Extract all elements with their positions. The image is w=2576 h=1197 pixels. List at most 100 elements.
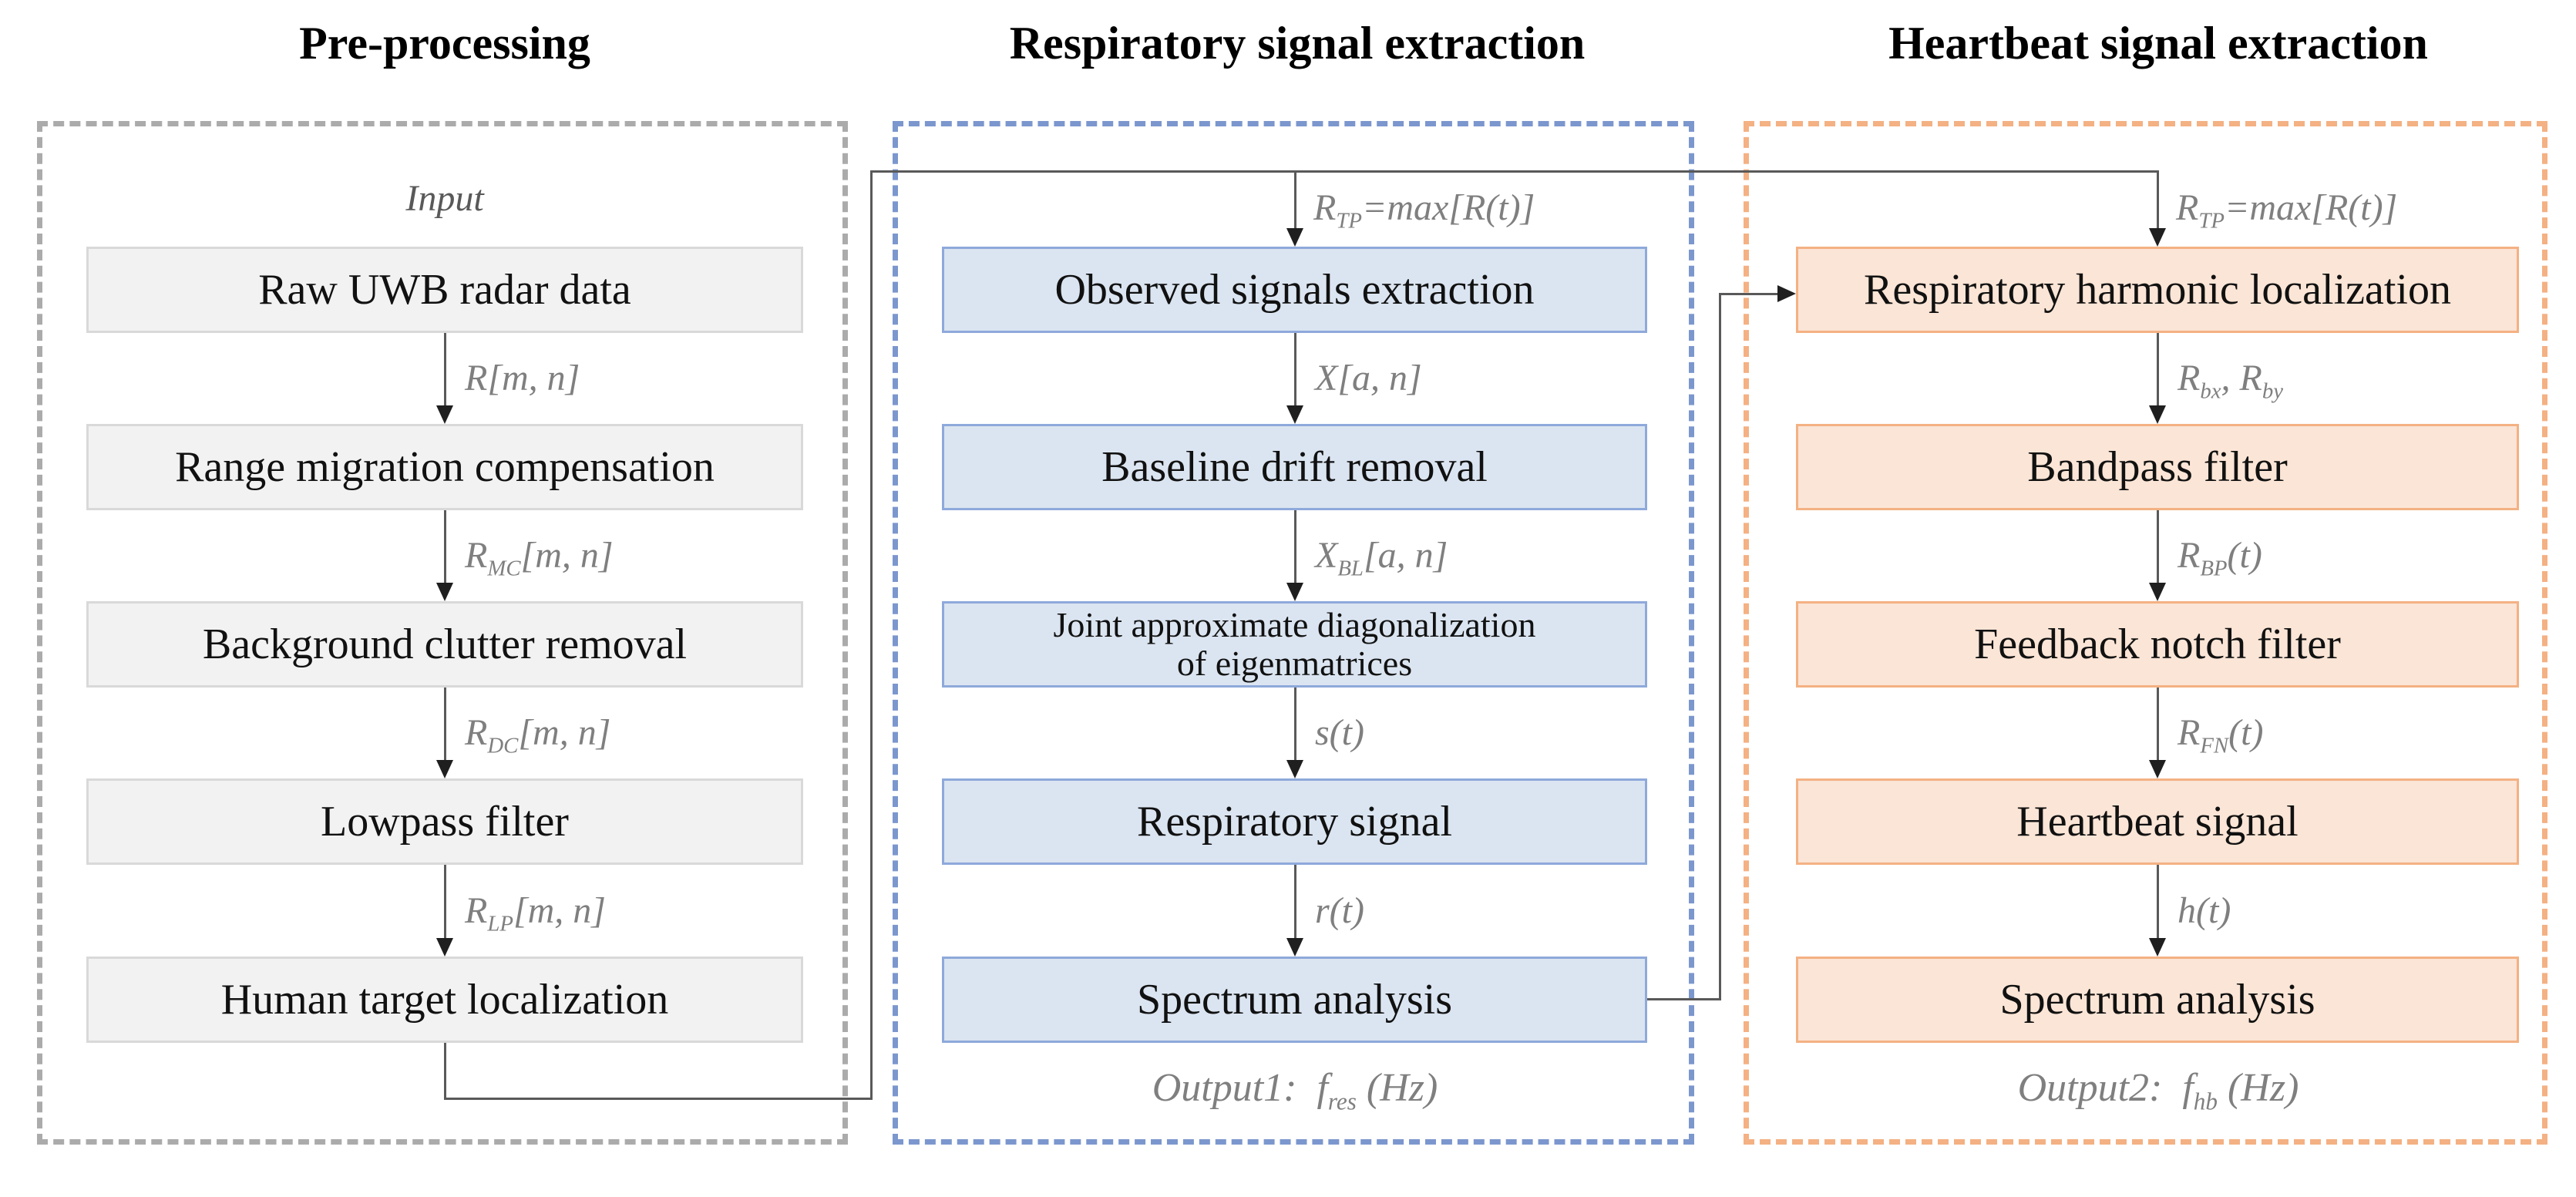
math-subscript: bx: [2200, 378, 2221, 404]
arrowhead-col2-step3: [2149, 938, 2166, 957]
flow-box-range-migration-compensation: Range migration compensation: [86, 424, 803, 510]
arrow-label-col2-step0: Rbx, Rby: [2177, 355, 2283, 415]
arrow-line-col2-step1: [2157, 510, 2159, 584]
math-text: =max[R(t)]: [1361, 187, 1535, 228]
math-subscript: TP: [1336, 208, 1362, 234]
flow-box-raw-uwb-radar-data: Raw UWB radar data: [86, 247, 803, 333]
flow-box-label: Respiratory harmonic localization: [1864, 265, 2451, 314]
output1-label: Output1: fres (Hz): [1152, 1065, 1438, 1125]
math-text: R: [2177, 712, 2201, 753]
math-text: R: [2176, 187, 2199, 228]
arrow-label-col1-step0: X[a, n]: [1315, 355, 1422, 402]
flow-box-label: Baseline drift removal: [1101, 442, 1488, 491]
flow-box-label: Raw UWB radar data: [258, 265, 631, 314]
math-text: =max[R(t)]: [2224, 187, 2398, 228]
arrow-label-col0-step1: RMC[m, n]: [465, 533, 614, 592]
math-text: R: [1313, 187, 1337, 228]
arrow-line-col1-step0: [1294, 333, 1296, 407]
flow-box-label: Bandpass filter: [2027, 442, 2288, 491]
arrow-line-col1-step1: [1294, 510, 1296, 584]
math-text: R: [465, 712, 488, 753]
flow-box-label-line2: of eigenmatrices: [1176, 644, 1413, 683]
flow-box-label: Lowpass filter: [321, 797, 569, 846]
flow-box-feedback-notch-filter: Feedback notch filter: [1796, 601, 2519, 688]
arrow-label-col0-step2: RDC[m, n]: [465, 710, 610, 769]
arrow-line-col0-step3: [444, 865, 446, 940]
math-text: R: [465, 889, 488, 931]
math-text: [m, n]: [513, 889, 606, 931]
output2-label: Output2: fhb (Hz): [2018, 1065, 2299, 1125]
arrow-line-col2-step0: [2157, 333, 2159, 407]
math-subscript: res: [1327, 1088, 1357, 1115]
math-text: [m, n]: [520, 535, 614, 576]
column-header-respiratory: Respiratory signal extraction: [1009, 18, 1586, 69]
input-label: Input: [405, 178, 484, 219]
flow-box-lowpass-filter: Lowpass filter: [86, 778, 803, 865]
math-subscript: by: [2262, 378, 2284, 404]
arrowhead-into-observed-signals: [1286, 228, 1303, 247]
arrowhead-into-respiratory-harmonic: [2149, 228, 2166, 247]
flow-box-label: Joint approximate diagonalization: [1053, 605, 1536, 645]
math-text: Output1: f: [1152, 1066, 1328, 1110]
connector-top-feed-horizontal: [870, 170, 2159, 173]
arrow-line-col0-step0: [444, 333, 446, 407]
math-text: (t): [2227, 535, 2262, 576]
math-subscript: LP: [487, 911, 513, 936]
arrowhead-col0-step2: [436, 760, 453, 778]
respiratory-group-outline: [893, 121, 1694, 1145]
flow-box-label: Observed signals extraction: [1054, 265, 1535, 314]
arrow-line-col0-step2: [444, 688, 446, 762]
arrow-label-col1-step2: s(t): [1315, 710, 1364, 756]
arrow-line-col2-step2: [2157, 688, 2159, 762]
math-text: s(t): [1315, 712, 1364, 753]
arrowhead-col1-step0: [1286, 405, 1303, 424]
connector-spectrum-output-vertical: [1719, 293, 1721, 1000]
arrowhead-col2-step0: [2149, 405, 2166, 424]
arrowhead-col1-step3: [1286, 938, 1303, 957]
column-header-preprocessing: Pre-processing: [299, 18, 590, 69]
math-subscript: BL: [1337, 556, 1364, 581]
flow-box-heartbeat-signal: Heartbeat signal: [1796, 778, 2519, 865]
math-text: [m, n]: [518, 712, 611, 753]
feed-label-heartbeat: RTP=max[R(t)]: [2176, 185, 2397, 244]
arrow-line-col1-step3: [1294, 865, 1296, 940]
flow-box-label: Spectrum analysis: [1136, 975, 1453, 1024]
math-text: R: [2177, 535, 2201, 576]
arrow-label-col1-step3: r(t): [1315, 888, 1364, 934]
column-header-heartbeat: Heartbeat signal extraction: [1888, 18, 2428, 69]
arrow-label-col2-step3: h(t): [2177, 888, 2231, 934]
math-text: (Hz): [2217, 1066, 2299, 1110]
flow-box-baseline-drift-removal: Baseline drift removal: [942, 424, 1647, 510]
math-text: R: [465, 535, 488, 576]
arrowhead-col1-step1: [1286, 583, 1303, 601]
feed-label-respiratory: RTP=max[R(t)]: [1313, 185, 1535, 244]
arrowhead-col0-step0: [436, 405, 453, 424]
flow-box-respiratory-harmonic-localization: Respiratory harmonic localization: [1796, 247, 2519, 333]
flow-box-label: Respiratory signal: [1136, 797, 1453, 846]
arrowhead-col0-step1: [436, 583, 453, 601]
flow-box-spectrum-analysis: Spectrum analysis: [1796, 957, 2519, 1043]
arrow-line-col0-step1: [444, 510, 446, 584]
math-subscript: BP: [2200, 556, 2228, 581]
math-text: (Hz): [1356, 1066, 1438, 1110]
flow-box-label: Background clutter removal: [202, 620, 688, 668]
math-subscript: DC: [487, 733, 519, 758]
flow-box-human-target-localization: Human target localization: [86, 957, 803, 1043]
math-text: [a, n]: [1337, 358, 1422, 398]
arrowhead-col1-step2: [1286, 760, 1303, 778]
math-subscript: hb: [2193, 1088, 2218, 1115]
math-text: (t): [2228, 712, 2264, 753]
arrow-label-col2-step2: RFN(t): [2177, 710, 2263, 769]
connector-spectrum-output-horizontal: [1647, 998, 1721, 1000]
flow-box-observed-signals-extraction: Observed signals extraction: [942, 247, 1647, 333]
math-subscript: MC: [487, 556, 521, 581]
connector-feed-branch-heartbeat: [2157, 170, 2159, 230]
math-text: [m, n]: [487, 358, 580, 398]
math-text: R: [2177, 358, 2201, 398]
arrow-label-col0-step3: RLP[m, n]: [465, 888, 606, 947]
math-text: [a, n]: [1363, 535, 1448, 576]
flow-box-spectrum-analysis: Spectrum analysis: [942, 957, 1647, 1043]
heartbeat-group-outline: [1744, 121, 2547, 1145]
math-subscript: FN: [2200, 733, 2229, 758]
